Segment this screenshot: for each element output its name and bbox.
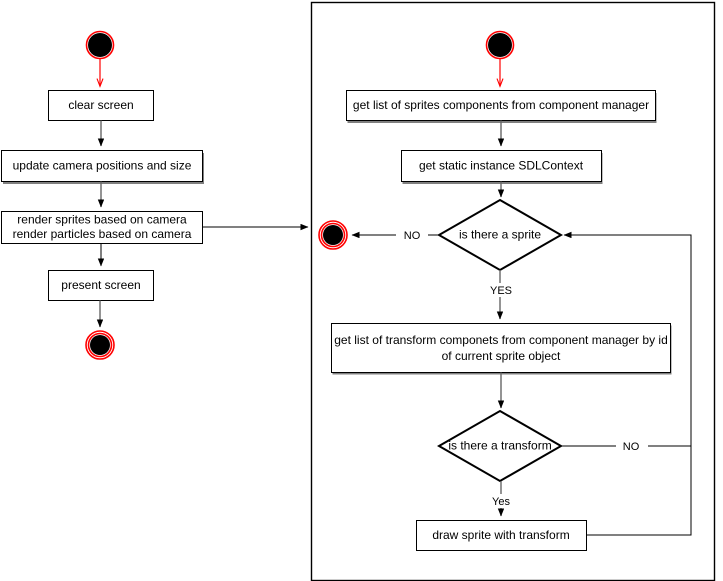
left-start-node bbox=[85, 30, 115, 60]
decision-is-there-a-transform[interactable]: is there a transform bbox=[436, 409, 564, 483]
node-draw-sprite-label: draw sprite with transform bbox=[432, 528, 569, 542]
node-get-transforms-label-line2: of current sprite object bbox=[442, 349, 561, 363]
node-get-sprites[interactable]: get list of sprites components from comp… bbox=[346, 90, 657, 124]
node-get-transforms-label-line1: get list of transform componets from com… bbox=[334, 333, 668, 347]
node-render-camera-label-line2: render particles based on camera bbox=[13, 227, 192, 241]
edge-label-backdrop-transform-no bbox=[616, 439, 648, 453]
edge-label-sprite-yes: YES bbox=[490, 285, 512, 297]
left-end-node bbox=[85, 330, 115, 360]
edge-label-backdrop-transform-yes bbox=[487, 494, 515, 508]
node-get-sdlcontext[interactable]: get static instance SDLContext bbox=[401, 150, 603, 185]
node-update-camera[interactable]: update camera positions and size bbox=[1, 150, 205, 185]
edge-label-backdrop-sprite-yes bbox=[486, 283, 516, 297]
node-render-camera-label-line1: render sprites based on camera bbox=[17, 213, 187, 227]
decision-is-there-a-sprite[interactable]: is there a sprite bbox=[436, 198, 564, 272]
right-start-node bbox=[485, 30, 515, 60]
node-get-sdlcontext-label: get static instance SDLContext bbox=[419, 159, 584, 173]
node-clear-screen-label: clear screen bbox=[68, 98, 133, 112]
right-end-node bbox=[318, 220, 348, 250]
edge-label-transform-no: NO bbox=[623, 441, 640, 453]
edge-label-backdrop-sprite-no bbox=[396, 228, 428, 242]
decision-is-there-a-sprite-label: is there a sprite bbox=[459, 228, 541, 242]
edge-loop-back-to-sprite-decision bbox=[563, 231, 692, 536]
edge-label-sprite-no: NO bbox=[404, 230, 421, 242]
node-draw-sprite[interactable]: draw sprite with transform bbox=[416, 520, 587, 551]
node-present-screen-label: present screen bbox=[61, 278, 140, 292]
node-render-camera[interactable]: render sprites based on camera render pa… bbox=[1, 211, 203, 244]
node-get-sprites-label: get list of sprites components from comp… bbox=[353, 98, 649, 112]
node-present-screen[interactable]: present screen bbox=[48, 270, 154, 301]
edge-label-transform-yes: Yes bbox=[492, 496, 510, 508]
node-update-camera-label: update camera positions and size bbox=[13, 159, 192, 173]
node-clear-screen[interactable]: clear screen bbox=[48, 90, 154, 121]
node-get-transforms[interactable]: get list of transform componets from com… bbox=[331, 323, 672, 375]
decision-is-there-a-transform-label: is there a transform bbox=[448, 439, 551, 453]
